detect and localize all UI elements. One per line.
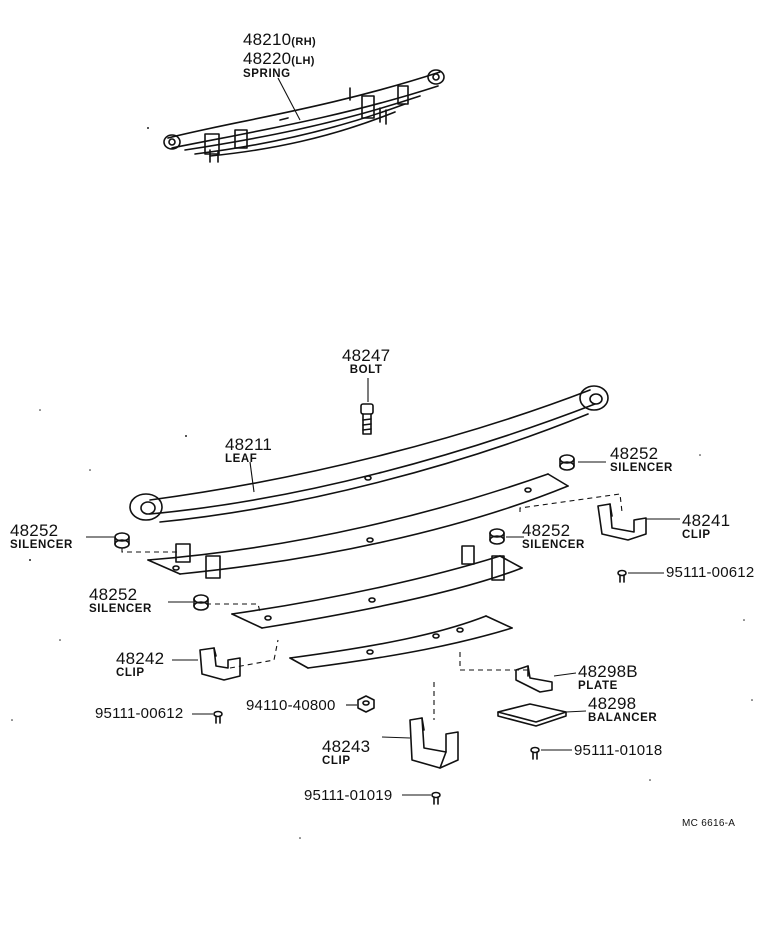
bolt-48247-drawing: [360, 403, 374, 435]
part-name-silencer-b: SILENCER: [10, 539, 73, 551]
part-number-48252-c: 48252: [522, 521, 571, 540]
part-number-48211: 48211: [225, 435, 273, 454]
label-nut-94110-40800: 94110-40800: [246, 697, 336, 714]
part-number-48252-d: 48252: [89, 585, 138, 604]
suffix-lh: (LH): [291, 55, 315, 67]
part-name-clip-b: CLIP: [116, 667, 145, 679]
part-number-48252-b: 48252: [10, 521, 59, 540]
label-bolt: 48247 BOLT: [342, 347, 390, 377]
spring-assembly-drawing: [163, 69, 445, 163]
label-balancer: 48298 BALANCER: [588, 695, 657, 725]
fourth-leaf-drawing: [289, 615, 513, 669]
label-silencer-right-top: 48252 SILENCER: [610, 445, 673, 475]
label-clip-48242: 48242 CLIP: [116, 650, 164, 680]
spring-part-numbers-lh: 48220(LH): [243, 50, 316, 68]
part-name-balancer: BALANCER: [588, 712, 658, 724]
part-number-48242: 48242: [116, 649, 165, 668]
label-spring: 48210(RH) 48220(LH) SPRING: [243, 31, 316, 81]
part-name-silencer-d: SILENCER: [89, 603, 152, 615]
silencer-drawings: [114, 454, 575, 611]
part-name-bolt: BOLT: [349, 364, 383, 376]
clip-48242-drawing: [199, 647, 241, 681]
label-bolt-95111-01019: 95111-01019: [304, 787, 393, 804]
part-number-48298: 48298: [588, 694, 637, 713]
part-name-silencer-c: SILENCER: [522, 539, 585, 551]
dashed-alignment-lines: [121, 493, 623, 720]
label-clip-48243: 48243 CLIP: [322, 738, 370, 768]
second-leaf-drawing: [147, 473, 569, 579]
small-bolt-drawings: [213, 569, 627, 805]
balancer-drawing: [497, 703, 567, 727]
label-plate: 48298B PLATE: [578, 663, 638, 693]
label-leaf: 48211 LEAF: [225, 436, 272, 466]
leader-lines: [86, 77, 680, 796]
figure-reference-code: MC 6616-A: [682, 818, 736, 829]
label-bolt-95111-00612-left: 95111-00612: [95, 705, 184, 722]
clip-48243-drawing: [409, 717, 459, 769]
part-number-48241: 48241: [682, 511, 731, 530]
nut-drawing: [357, 695, 375, 713]
part-name-clip-a: CLIP: [682, 529, 711, 541]
scan-specks: [11, 127, 753, 839]
suffix-rh: (RH): [291, 36, 317, 48]
part-number-48298b: 48298B: [578, 662, 638, 681]
label-silencer-mid: 48252 SILENCER: [522, 522, 585, 552]
part-number-48220: 48220: [243, 49, 292, 68]
part-number-48243: 48243: [322, 737, 371, 756]
third-leaf-drawing: [231, 545, 523, 629]
label-bolt-95111-00612-right: 95111-00612: [666, 564, 755, 581]
label-clip-48241: 48241 CLIP: [682, 512, 730, 542]
main-leaf-drawing: [129, 385, 609, 523]
clip-48241-drawing: [597, 503, 647, 541]
plate-drawing: [515, 665, 553, 693]
part-name-plate: PLATE: [578, 680, 618, 692]
part-name-clip-c: CLIP: [322, 755, 351, 767]
label-bolt-95111-01018: 95111-01018: [574, 742, 663, 759]
part-name-leaf: LEAF: [225, 453, 258, 465]
part-name-silencer-a: SILENCER: [610, 462, 673, 474]
part-number-48247: 48247: [342, 346, 391, 365]
part-number-48210: 48210: [243, 30, 292, 49]
spring-part-numbers-rh: 48210(RH): [243, 31, 316, 49]
part-number-48252-a: 48252: [610, 444, 659, 463]
label-silencer-left: 48252 SILENCER: [10, 522, 73, 552]
label-silencer-lower: 48252 SILENCER: [89, 586, 152, 616]
part-name-spring: SPRING: [243, 68, 291, 80]
